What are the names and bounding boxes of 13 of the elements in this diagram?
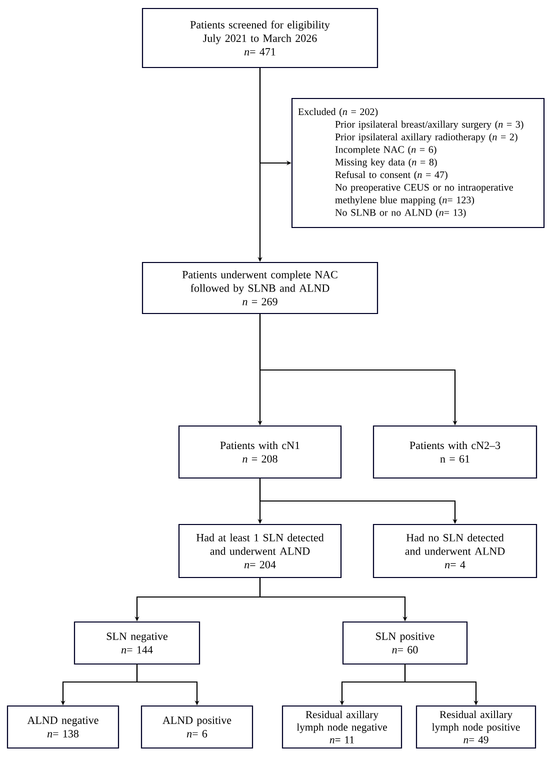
flow-box: Had at least 1 SLN detected and underwent ALND n= 204 — [178, 524, 342, 578]
flow-box: SLN negative n= 144 — [74, 621, 200, 665]
flow-box: Patients underwent complete NAC followed by SLNB and ALND n = 269 — [142, 262, 378, 314]
flow-box: Had no SLN detected and underwent ALND n= 4 — [372, 524, 538, 578]
flow-box: Residual axillary lymph node positive n= 49 — [416, 705, 536, 749]
flow-box: Patients screened for eligibility July 2021 to March 2026 n= 471 — [142, 8, 378, 68]
flow-box: Excluded (n = 202) Prior ipsilateral breast/axillary surgery (n = 3) Prior ipsilateral axillary radiotherapy (n = 2) Incomplete NAC (n = 6) Missing key data (n = 8) Refusal to consent (n = 47) No preoperative CEUS or no intraoperative methylene blue mapping (n= 123) No SLNB or no ALND (n= 13) — [291, 98, 545, 228]
flow-box: Patients with cN1 n = 208 — [178, 425, 342, 479]
flow-box: ALND negative n= 138 — [6, 705, 120, 749]
flow-box: SLN positive n= 60 — [342, 621, 468, 665]
flow-box: Residual axillary lymph node negative n= 11 — [282, 705, 402, 749]
flow-box: Patients with cN2–3 n = 61 — [372, 425, 538, 479]
flow-box: ALND positive n= 6 — [140, 705, 254, 749]
